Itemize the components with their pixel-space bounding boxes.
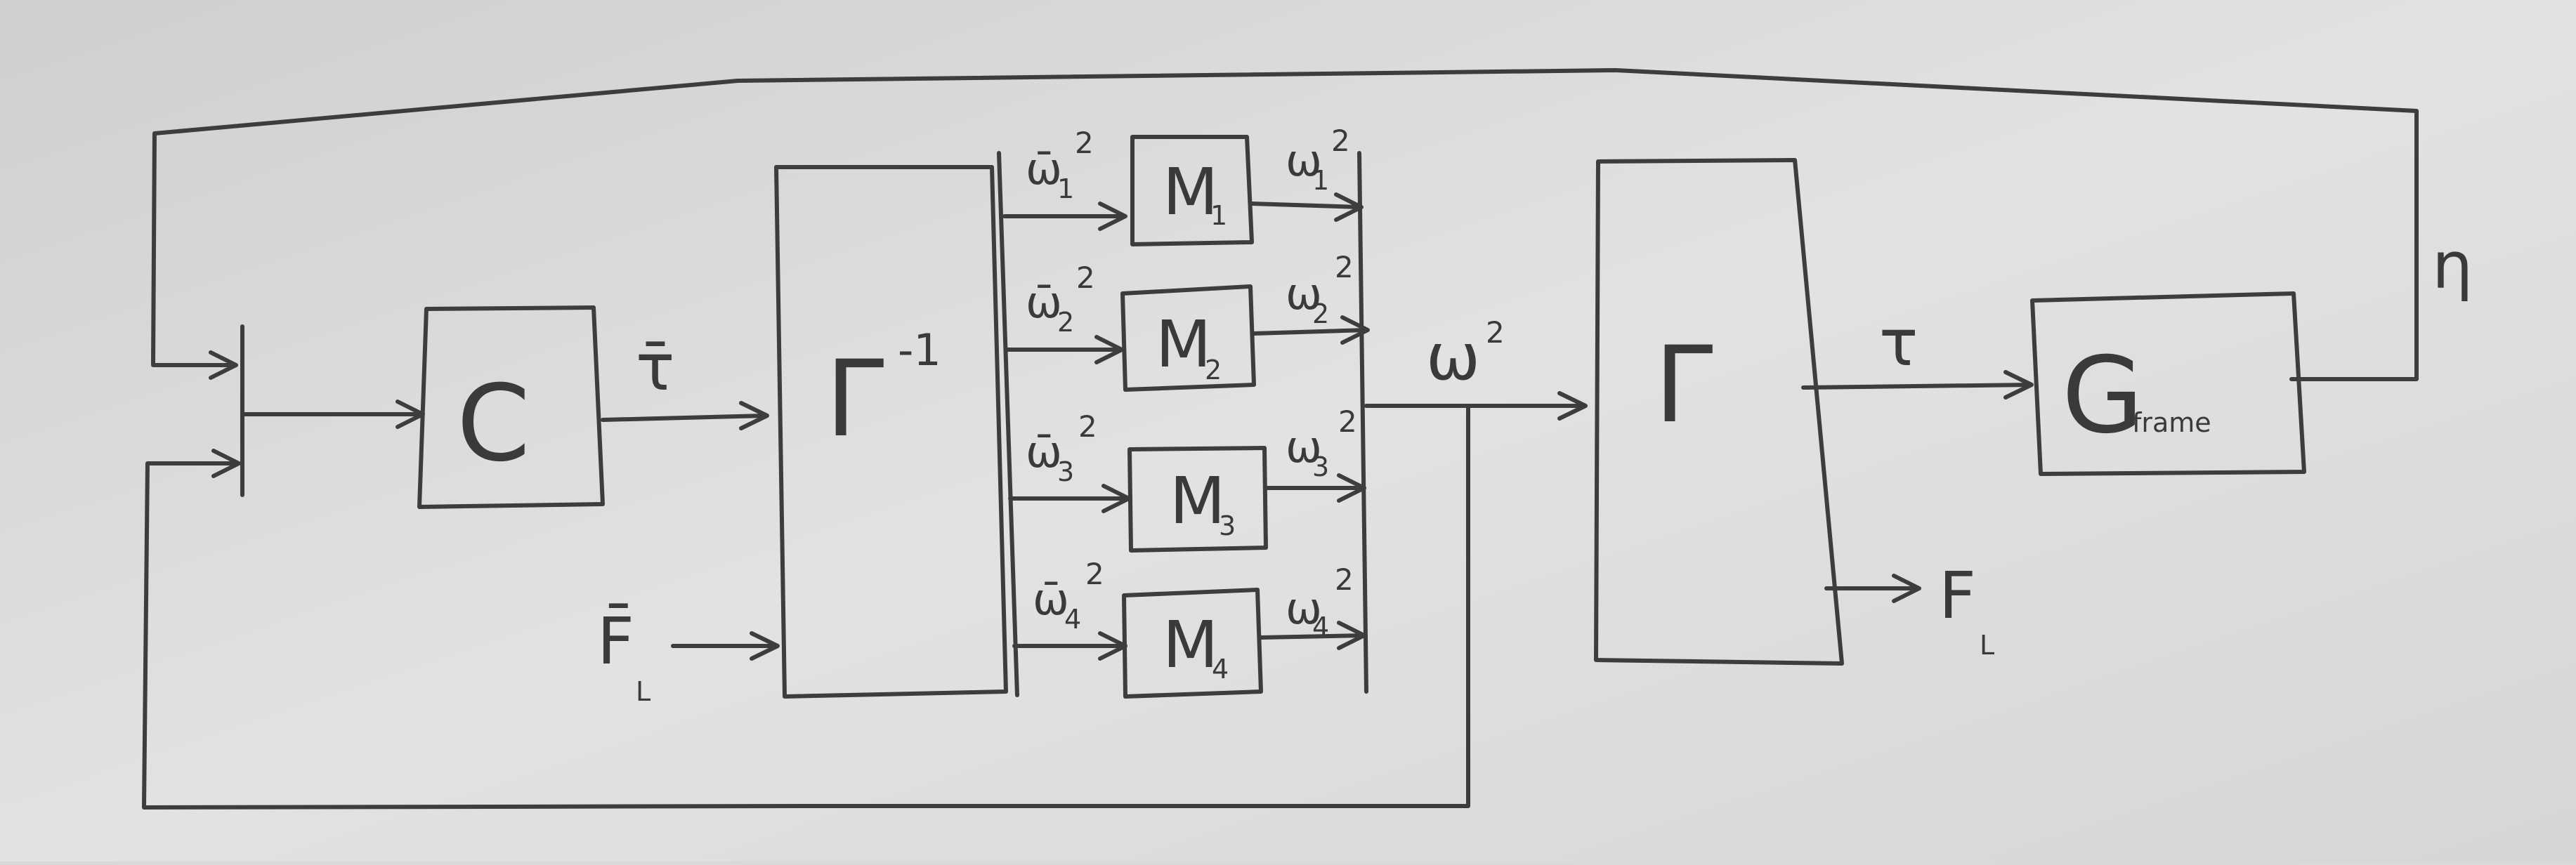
motor-4-block <box>1122 588 1263 699</box>
w-2-label: ω <box>1286 268 1322 319</box>
w-ref-4-superscript: 2 <box>1085 557 1104 591</box>
force-ref-label: F̄ <box>597 603 634 679</box>
controller-block <box>417 305 605 509</box>
omega-feedback-wire <box>142 405 1470 810</box>
tau-wire <box>1801 383 2032 390</box>
w-2-subscript: 2 <box>1312 298 1329 329</box>
eta-label: η <box>2432 228 2473 303</box>
eta-feedback-wire <box>151 68 2419 381</box>
motor-output-bus <box>1357 151 1368 694</box>
w-1-subscript: 1 <box>1312 165 1329 196</box>
omega-squared-label: ω <box>1426 319 1480 395</box>
tau-ref-wire <box>601 414 768 422</box>
w-ref-1-subscript: 1 <box>1057 173 1074 204</box>
w-ref-1-arrowhead <box>1098 202 1127 231</box>
w-ref-4-label: ω̄ <box>1033 574 1069 625</box>
tau-arrowhead <box>2003 370 2034 400</box>
w-4-superscript: 2 <box>1335 562 1354 597</box>
w-ref-2-subscript: 2 <box>1057 307 1074 338</box>
force-subscript: L <box>1980 630 1994 661</box>
motor-3-label: M <box>1170 463 1225 539</box>
mixer-block <box>1594 158 1844 666</box>
mixer-label: Γ <box>1654 324 1713 447</box>
tau-ref-label: τ̄ <box>636 330 674 405</box>
w-4-wire <box>1259 633 1365 640</box>
reference-output-bus <box>997 151 1019 697</box>
motor-2-block <box>1120 284 1256 392</box>
inverse-mixer-exponent: -1 <box>898 324 941 376</box>
omega-squared-superscript: 2 <box>1486 315 1505 350</box>
w-1-wire <box>1250 202 1361 209</box>
motor-2-label: M <box>1156 307 1211 382</box>
tau-ref-arrowhead <box>739 401 769 430</box>
motor-3-subscript: 3 <box>1219 510 1236 541</box>
w-1-label: ω <box>1286 135 1322 186</box>
omega-feedback-arrowhead <box>211 449 241 478</box>
w-ref-2-arrowhead <box>1094 335 1124 364</box>
w-1-superscript: 2 <box>1331 124 1350 158</box>
force-arrowhead <box>1892 574 1921 603</box>
motor-1-label: M <box>1163 154 1218 230</box>
frame-dynamics-label: G <box>2062 335 2143 457</box>
w-ref-1-label: ω̄ <box>1026 143 1062 194</box>
w-3-label: ω <box>1286 421 1322 473</box>
motor-2-subscript: 2 <box>1205 355 1222 385</box>
tau-label: τ <box>1879 305 1918 381</box>
w-2-arrowhead <box>1340 315 1370 345</box>
w-4-label: ω <box>1286 583 1322 634</box>
inverse-mixer-label: Γ <box>825 338 884 461</box>
motor-1-subscript: 1 <box>1210 200 1227 231</box>
motor-4-subscript: 4 <box>1212 654 1229 685</box>
w-2-wire <box>1252 328 1368 336</box>
eta-feedback-arrowhead <box>209 350 238 380</box>
w-3-superscript: 2 <box>1338 404 1357 439</box>
force-label: F <box>1939 558 1976 633</box>
frame-dynamics-subscript: frame <box>2132 407 2211 438</box>
w-ref-4-subscript: 4 <box>1064 604 1081 635</box>
w-ref-3-superscript: 2 <box>1078 409 1097 444</box>
force-ref-subscript: L <box>636 676 650 707</box>
frame-dynamics-block <box>2030 291 2306 476</box>
motor-1-block <box>1130 135 1254 246</box>
inverse-mixer-block <box>774 165 1008 699</box>
w-2-superscript: 2 <box>1335 250 1354 284</box>
force-ref-arrowhead <box>750 631 780 661</box>
motor-4-label: M <box>1163 607 1218 682</box>
motor-3-block <box>1127 446 1268 553</box>
w-3-subscript: 3 <box>1312 451 1329 482</box>
w-ref-3-subscript: 3 <box>1057 456 1074 487</box>
w-ref-2-superscript: 2 <box>1076 260 1095 295</box>
controller-label: C <box>457 363 530 485</box>
w-ref-2-label: ω̄ <box>1026 277 1062 328</box>
omega-squared-arrowhead <box>1557 391 1588 421</box>
w-ref-3-label: ω̄ <box>1026 426 1062 477</box>
w-4-subscript: 4 <box>1312 612 1329 642</box>
w-ref-1-superscript: 2 <box>1075 126 1094 160</box>
